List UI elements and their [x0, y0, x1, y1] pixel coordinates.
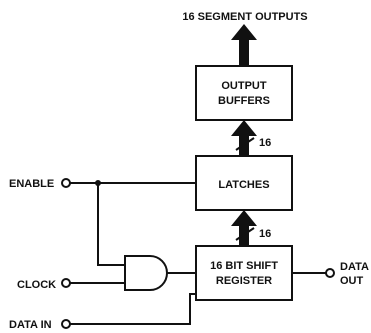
latches-to-buffers-bus [231, 120, 257, 156]
clock-label: CLOCK [17, 279, 56, 291]
outputs-bus-arrow [231, 24, 257, 66]
shift-register-label-line2: REGISTER [216, 275, 272, 287]
enable-pin [61, 178, 71, 188]
data-out-pin [325, 268, 335, 278]
and-gate [124, 255, 168, 291]
latches-label: LATCHES [218, 179, 269, 191]
enable-label: ENABLE [9, 178, 54, 190]
data-out-label-line2: OUT [340, 275, 364, 287]
data-in-label: DATA IN [9, 319, 52, 331]
upper-bus-width-label: 16 [259, 137, 271, 149]
shift-register-label-line1: 16 BIT SHIFT [210, 260, 278, 272]
output-buffers-label-line1: OUTPUT [221, 80, 267, 92]
segment-outputs-label: 16 SEGMENT OUTPUTS [182, 11, 307, 23]
clock-pin [61, 278, 71, 288]
data-out-label-line1: DATA [340, 261, 369, 273]
register-to-latches-bus [231, 210, 257, 246]
latches-block: LATCHES [195, 155, 293, 211]
shift-register-block: 16 BIT SHIFT REGISTER [195, 245, 293, 301]
output-buffers-block: OUTPUT BUFFERS [195, 65, 293, 121]
output-buffers-label-line2: BUFFERS [218, 95, 270, 107]
data-in-pin [61, 319, 71, 329]
lower-bus-width-label: 16 [259, 228, 271, 240]
